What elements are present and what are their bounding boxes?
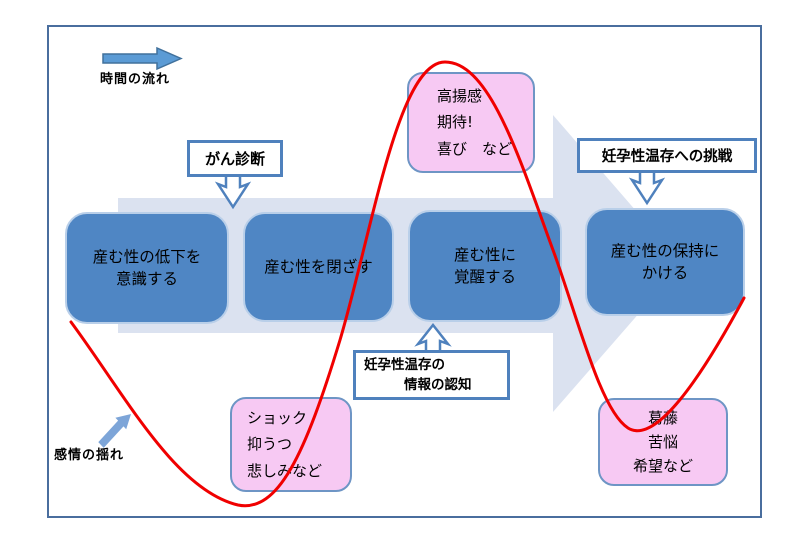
- info-callout: 妊孕性温存の 情報の認知: [353, 350, 510, 400]
- emotion-text: 高揚感: [437, 87, 483, 106]
- emotion-label: 感情の揺れ: [54, 448, 125, 463]
- info-callout-text-line1: 妊孕性温存の: [364, 356, 445, 373]
- stage-text: 意識する: [115, 270, 178, 288]
- timeline-arrow-icon: [102, 46, 183, 71]
- diagram-frame: [47, 25, 762, 518]
- stage-box-commit-to-preserve: 産む性の保持に かける: [585, 208, 745, 316]
- stage-text: かける: [641, 264, 689, 282]
- process-arrow-shape: [118, 115, 682, 412]
- stage-box-awareness-of-decline: 産む性の低下を 意識する: [65, 212, 229, 324]
- emotion-pointer-icon: [98, 414, 131, 448]
- emotion-box-elation: 高揚感 期待! 喜び など: [407, 72, 535, 173]
- diagnosis-callout-arrow-icon: [214, 173, 252, 210]
- info-callout-text-line2: 情報の認知: [404, 377, 472, 393]
- emotion-text: 苦悩: [647, 433, 678, 451]
- stage-text: 産む性を閉ざす: [264, 257, 373, 276]
- stage-text: 産む性の保持に: [610, 241, 720, 260]
- stage-text: 産む性に: [453, 245, 516, 264]
- stage-text: 覚醒する: [453, 268, 516, 286]
- emotion-curve: [69, 60, 746, 508]
- emotion-box-shock: ショック 抑うつ 悲しみなど: [230, 397, 352, 492]
- timeline-label: 時間の流れ: [100, 72, 171, 87]
- stage-box-awakening: 産む性に 覚醒する: [408, 210, 562, 322]
- stage-text: 産む性の低下を: [92, 247, 202, 266]
- emotion-text: 喜び など: [437, 139, 513, 158]
- emotion-text: 抑うつ: [247, 435, 293, 454]
- diagnosis-callout-text: がん診断: [204, 150, 265, 168]
- challenge-callout: 妊孕性温存への挑戦: [577, 138, 757, 173]
- emotion-text: 希望など: [632, 457, 693, 475]
- emotion-text: ショック: [247, 409, 308, 428]
- challenge-callout-text: 妊孕性温存への挑戦: [601, 149, 733, 165]
- emotion-text: 期待!: [437, 113, 474, 132]
- challenge-callout-arrow-icon: [628, 169, 666, 206]
- diagnosis-callout: がん診断: [187, 140, 283, 177]
- emotion-text: 悲しみなど: [247, 461, 323, 480]
